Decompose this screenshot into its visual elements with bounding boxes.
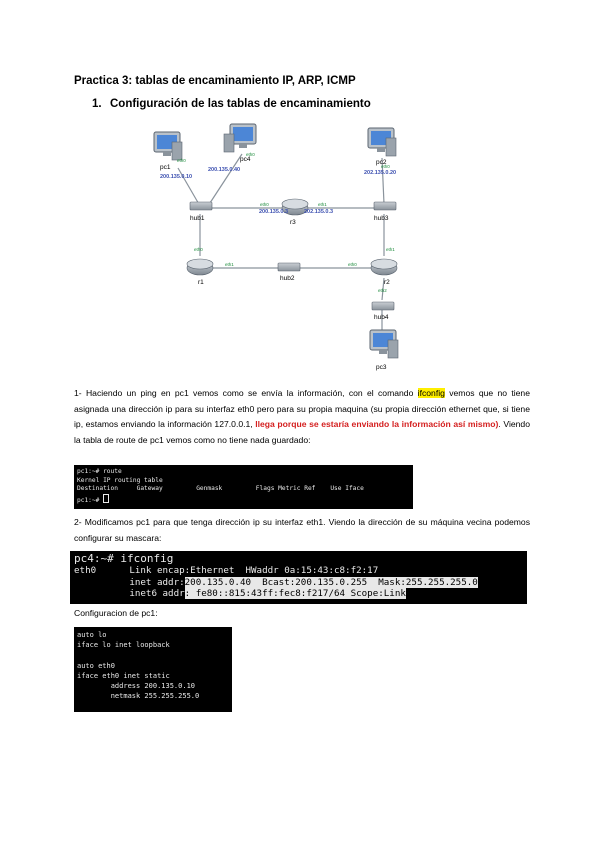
- links: [177, 153, 385, 342]
- hub1-label: hub1: [190, 215, 205, 222]
- hub3-label: hub3: [374, 215, 389, 222]
- paragraph-1-part-a: 1- Haciendo un ping en pc1 vemos como se…: [74, 388, 418, 398]
- pc4-node: pc4 200.135.0.40: [208, 123, 257, 173]
- r1-label: r1: [198, 279, 204, 286]
- pc1-ip: 200.135.0.10: [160, 174, 192, 180]
- pc1-config-caption: Configuracion de pc1:: [74, 608, 158, 618]
- hub4-label: hub4: [374, 314, 389, 321]
- r3-label: r3: [290, 219, 296, 226]
- pc2-eth0-label: eth0: [381, 164, 390, 169]
- paragraph-1-part-c: . Viendo la tabla de route de pc1 vemos …: [74, 419, 530, 445]
- terminal-cursor: [103, 493, 110, 503]
- interfaces-line-7: netmask 255.255.255.0: [77, 692, 200, 701]
- pc1-node: pc1 200.135.0.10: [153, 131, 192, 180]
- hub2-label: hub2: [280, 275, 295, 282]
- pc4-ip: 200.135.0.40: [208, 167, 240, 173]
- r3-eth1-label: eth1: [318, 202, 327, 207]
- pc1-eth0-label: eth0: [177, 158, 186, 163]
- r3-eth0-ip: 200.135.0.3: [259, 209, 288, 215]
- route-terminal-line-1: pc1:~# route: [77, 468, 122, 475]
- hub4-node: hub4: [371, 301, 395, 321]
- pc4-label: pc4: [240, 156, 251, 163]
- pc2-ip: 202.135.0.20: [364, 170, 396, 176]
- inet-value-selected: 200.135.0.40 Bcast:200.135.0.255 Mask:25…: [184, 576, 478, 588]
- ifconfig-terminal-line-1: pc4:~# ifconfig: [74, 552, 174, 565]
- interfaces-line-6: address 200.135.0.10: [77, 682, 196, 691]
- inet-label: inet addr:: [74, 576, 185, 588]
- ifconfig-terminal-line-4: inet6 addr: fe80::815:43ff:fec8:f217/64 …: [74, 588, 527, 600]
- pc4-eth0-label: eth0: [246, 152, 255, 157]
- interfaces-line-2: iface lo inet loopback: [77, 641, 170, 650]
- page-title: Practica 3: tablas de encaminamiento IP,…: [74, 75, 356, 87]
- interfaces-terminal: auto lo iface lo inet loopback​auto eth0i…: [74, 627, 232, 712]
- pc3-label: pc3: [376, 364, 387, 371]
- r1-node: r1: [186, 258, 214, 286]
- section-heading: 1. Configuración de las tablas de encamin…: [92, 98, 371, 110]
- route-terminal-line-2: Kernel IP routing table: [77, 476, 163, 484]
- hub3-node: hub3: [373, 201, 397, 222]
- route-terminal-line-4: pc1:~#: [77, 493, 413, 506]
- r2-label: r2: [384, 279, 390, 286]
- ifconfig-highlight: ifconfig: [417, 388, 445, 398]
- paragraph-1: 1- Haciendo un ping en pc1 vemos como se…: [74, 386, 530, 448]
- r2-eth2-label: eth2: [378, 288, 387, 293]
- route-terminal-line-3: Destination Gateway Genmask Flags Metric…: [77, 485, 364, 493]
- r2-node: r2: [370, 258, 398, 286]
- section-number: 1.: [92, 98, 102, 110]
- r3-eth1-ip: 202.135.0.3: [304, 209, 333, 215]
- interface-labels: eth0 eth1 eth0 eth1 eth1 eth0 eth2 eth0 …: [177, 152, 395, 293]
- r3-eth0-label: eth0: [260, 202, 269, 207]
- router-ip-labels: 200.135.0.3 202.135.0.3: [259, 209, 333, 215]
- pc1-label: pc1: [160, 164, 171, 171]
- route-prompt: pc1:~#: [77, 496, 104, 504]
- interfaces-line-1: auto lo: [77, 631, 107, 639]
- paragraph-1-red-note: llega porque se estaría enviando la info…: [255, 419, 499, 430]
- interfaces-line-3: ​: [77, 650, 232, 660]
- ifconfig-terminal-line-3: inet addr:200.135.0.40 Bcast:200.135.0.2…: [74, 576, 527, 589]
- pc3-node: pc3: [369, 329, 399, 371]
- interfaces-line-4: auto eth0: [77, 661, 115, 670]
- pc2-node: pc2 202.135.0.20: [364, 127, 397, 176]
- ifconfig-terminal-line-2: eth0 Link encap:Ethernet HWaddr 0a:15:43…: [74, 564, 379, 576]
- network-diagram: pc1 200.135.0.10 pc4 200.135.0.40 pc2 20…: [153, 123, 399, 371]
- pc2-label: pc2: [376, 159, 387, 166]
- hub2-node: hub2: [277, 262, 301, 282]
- hub1-node: hub1: [189, 201, 213, 222]
- section-label: Configuración de las tablas de encaminam…: [110, 98, 371, 110]
- inet6-label: inet6 addr: [74, 588, 185, 600]
- r2-eth0-label: eth0: [348, 262, 357, 267]
- r3-node: r3: [281, 198, 309, 226]
- r1-eth1-label: eth1: [225, 262, 234, 267]
- paragraph-2: 2- Modificamos pc1 para que tenga direcc…: [74, 517, 530, 543]
- paragraph-1-part-b: vemos que no tiene asignada una direcció…: [74, 388, 530, 430]
- r1-eth0-label: eth0: [194, 247, 203, 252]
- inet6-value-selected: : fe80::815:43ff:fec8:f217/64 Scope:Link: [184, 588, 406, 600]
- interfaces-line-5: iface eth0 inet static: [77, 671, 170, 680]
- r2-eth1-label: eth1: [386, 247, 395, 252]
